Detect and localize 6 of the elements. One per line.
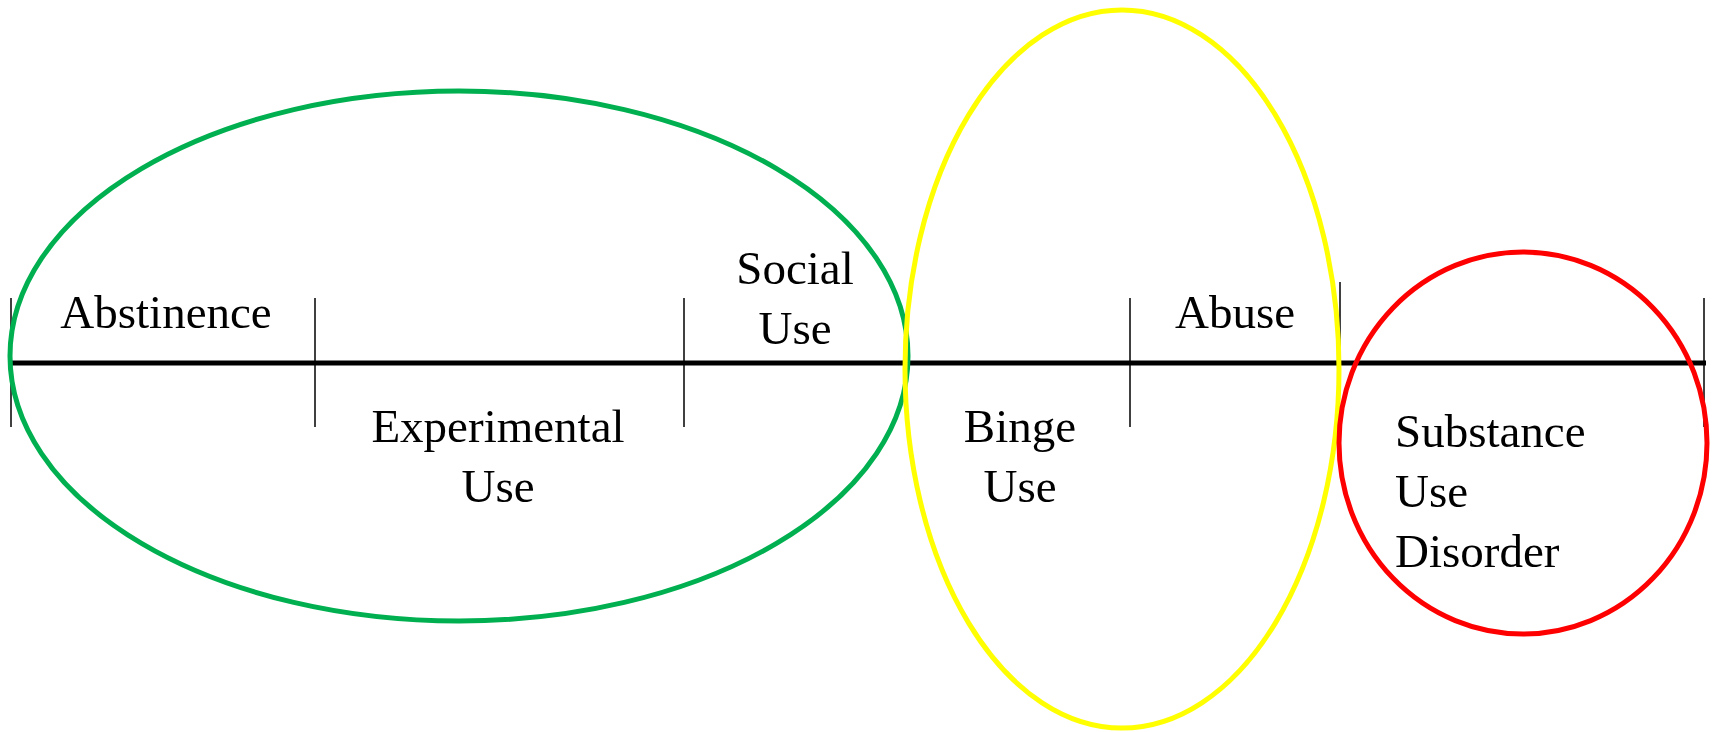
- stage-label: Social Use: [735, 241, 855, 356]
- stage-label: Abstinence: [59, 285, 273, 340]
- stage-label: Abuse: [1173, 285, 1297, 340]
- stage-label: Experimental Use: [370, 399, 626, 514]
- stage-label: Binge Use: [962, 399, 1078, 514]
- stage-label: Substance Use Disorder: [1395, 404, 1587, 579]
